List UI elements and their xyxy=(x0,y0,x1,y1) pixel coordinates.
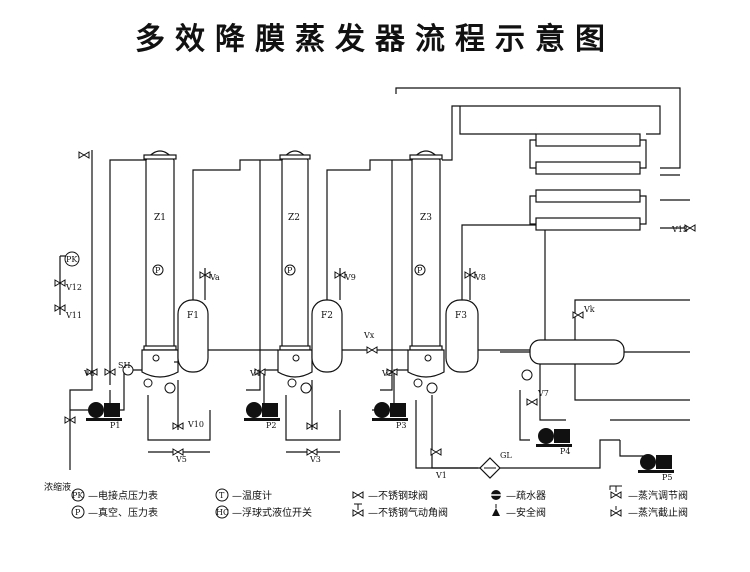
pump-p3 xyxy=(372,402,408,421)
label-v12: V12 xyxy=(65,283,82,292)
label-p3: P3 xyxy=(396,421,406,430)
label-p2: P2 xyxy=(266,421,276,430)
legend-pk-symbol: PK xyxy=(72,491,84,500)
legend-t-symbol: T xyxy=(219,491,225,500)
label-v1: V1 xyxy=(435,471,447,480)
pump-p5 xyxy=(638,454,674,473)
label-f1: F1 xyxy=(187,311,199,321)
sight-glass-3 xyxy=(424,354,432,362)
pump-p4 xyxy=(536,428,572,447)
label-vk: Vk xyxy=(583,305,595,314)
ball-valve-icon xyxy=(352,491,364,499)
gauge-p-1: P xyxy=(155,266,161,275)
steam-stop-valve-icon xyxy=(610,506,622,517)
pump-p2 xyxy=(244,402,280,421)
label-p1: P1 xyxy=(110,421,120,430)
label-va: Va xyxy=(209,273,220,282)
label-v3: V3 xyxy=(309,455,321,464)
legend-ball-valve-text: —不锈钢球阀 xyxy=(368,489,428,502)
label-z1: Z1 xyxy=(154,213,166,223)
level-switch-3 xyxy=(426,382,438,394)
sight-glass-1 xyxy=(152,354,160,362)
label-f2: F2 xyxy=(321,311,333,321)
legend-pk-text: —电接点压力表 xyxy=(88,489,158,502)
label-p5: P5 xyxy=(662,473,672,482)
label-concentrate: 浓缩液 xyxy=(44,481,71,493)
effect-1 xyxy=(59,150,282,470)
sh-gauge xyxy=(122,364,134,376)
legend-p-symbol: P xyxy=(75,508,81,517)
legend-trap-text: —疏水器 xyxy=(506,489,546,502)
thermometer-1 xyxy=(143,378,153,388)
label-p4: P4 xyxy=(560,447,570,456)
effect-3 xyxy=(342,150,536,469)
filter-gl xyxy=(479,457,501,479)
pk-gauge xyxy=(64,251,80,267)
label-z2: Z2 xyxy=(288,213,300,223)
pump-p1 xyxy=(86,402,122,421)
trap-icon xyxy=(491,490,501,500)
label-v13: V13 xyxy=(671,225,688,234)
label-v10: V10 xyxy=(187,420,204,429)
legend-t-text: —温度计 xyxy=(232,489,272,502)
gauge-p-2: P xyxy=(287,266,293,275)
gauge-p-3: P xyxy=(417,266,423,275)
legend-hc-symbol: HC xyxy=(216,508,229,517)
text-labels: Z1 Z2 Z3 F1 F2 F3 P1 P2 P3 P4 P5 Va V9 V… xyxy=(44,213,688,493)
drain-line xyxy=(415,400,500,469)
filter-line xyxy=(500,439,620,469)
legend: PK —电接点压力表 P —真空、压力表 T —温度计 HC —浮球式液位开关 … xyxy=(71,485,688,519)
label-vx: Vx xyxy=(363,331,375,340)
pressure-gauge-3 xyxy=(414,264,426,276)
legend-pneumatic-valve-text: —不锈钢气动角阀 xyxy=(368,506,448,519)
condenser-bank xyxy=(395,87,690,340)
label-sh: SH xyxy=(118,361,130,370)
diagram-title: 多效降膜蒸发器流程示意图 xyxy=(135,22,615,57)
legend-steam-regulating-valve-text: —蒸汽调节阀 xyxy=(628,489,688,502)
label-v11: V11 xyxy=(65,311,82,320)
pneumatic-valve-icon xyxy=(352,503,364,517)
label-v7: V7 xyxy=(537,389,549,398)
label-v9: V9 xyxy=(344,273,356,282)
thermometer-2 xyxy=(287,378,297,388)
label-gl: GL xyxy=(500,451,512,460)
legend-hc-text: —浮球式液位开关 xyxy=(232,506,312,519)
vacuum-tank xyxy=(500,299,690,457)
level-switch-1 xyxy=(164,382,176,394)
label-f3: F3 xyxy=(455,311,467,321)
label-v2: V2 xyxy=(381,369,393,378)
legend-safety-valve-text: —安全阀 xyxy=(506,506,546,519)
legend-steam-stop-valve-text: —蒸汽截止阀 xyxy=(628,506,688,519)
legend-p-text: —真空、压力表 xyxy=(88,506,158,519)
pressure-gauge-1 xyxy=(152,264,164,276)
label-v4: V4 xyxy=(249,369,261,378)
label-z3: Z3 xyxy=(420,213,432,223)
label-v6: V6 xyxy=(83,369,95,378)
thermometer-3 xyxy=(413,378,423,388)
pressure-gauge-2 xyxy=(284,264,296,276)
trap-symbol xyxy=(521,369,533,381)
gauge-pk: PK xyxy=(66,255,78,264)
safety-valve-icon xyxy=(492,504,500,516)
level-switch-2 xyxy=(300,382,312,394)
sight-glass-2 xyxy=(292,354,300,362)
steam-regulating-valve-icon xyxy=(609,485,622,499)
label-v5: V5 xyxy=(175,455,187,464)
label-v8: V8 xyxy=(474,273,486,282)
